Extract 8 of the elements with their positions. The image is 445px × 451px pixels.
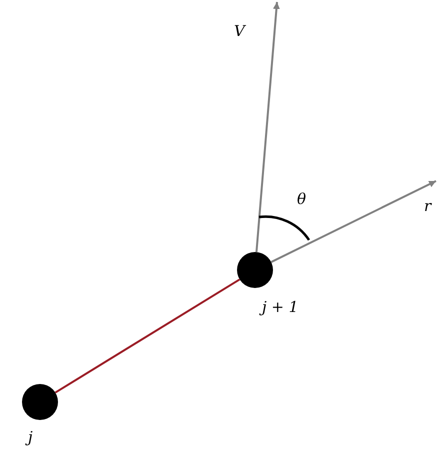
arrow [255,2,280,252]
node-dot [22,384,58,420]
connector-line [54,278,240,394]
edge-label: r [424,199,432,214]
node-dot [237,252,273,288]
angle-label: θ [297,192,306,207]
edge-label: V [234,24,245,39]
arrow [270,180,436,263]
